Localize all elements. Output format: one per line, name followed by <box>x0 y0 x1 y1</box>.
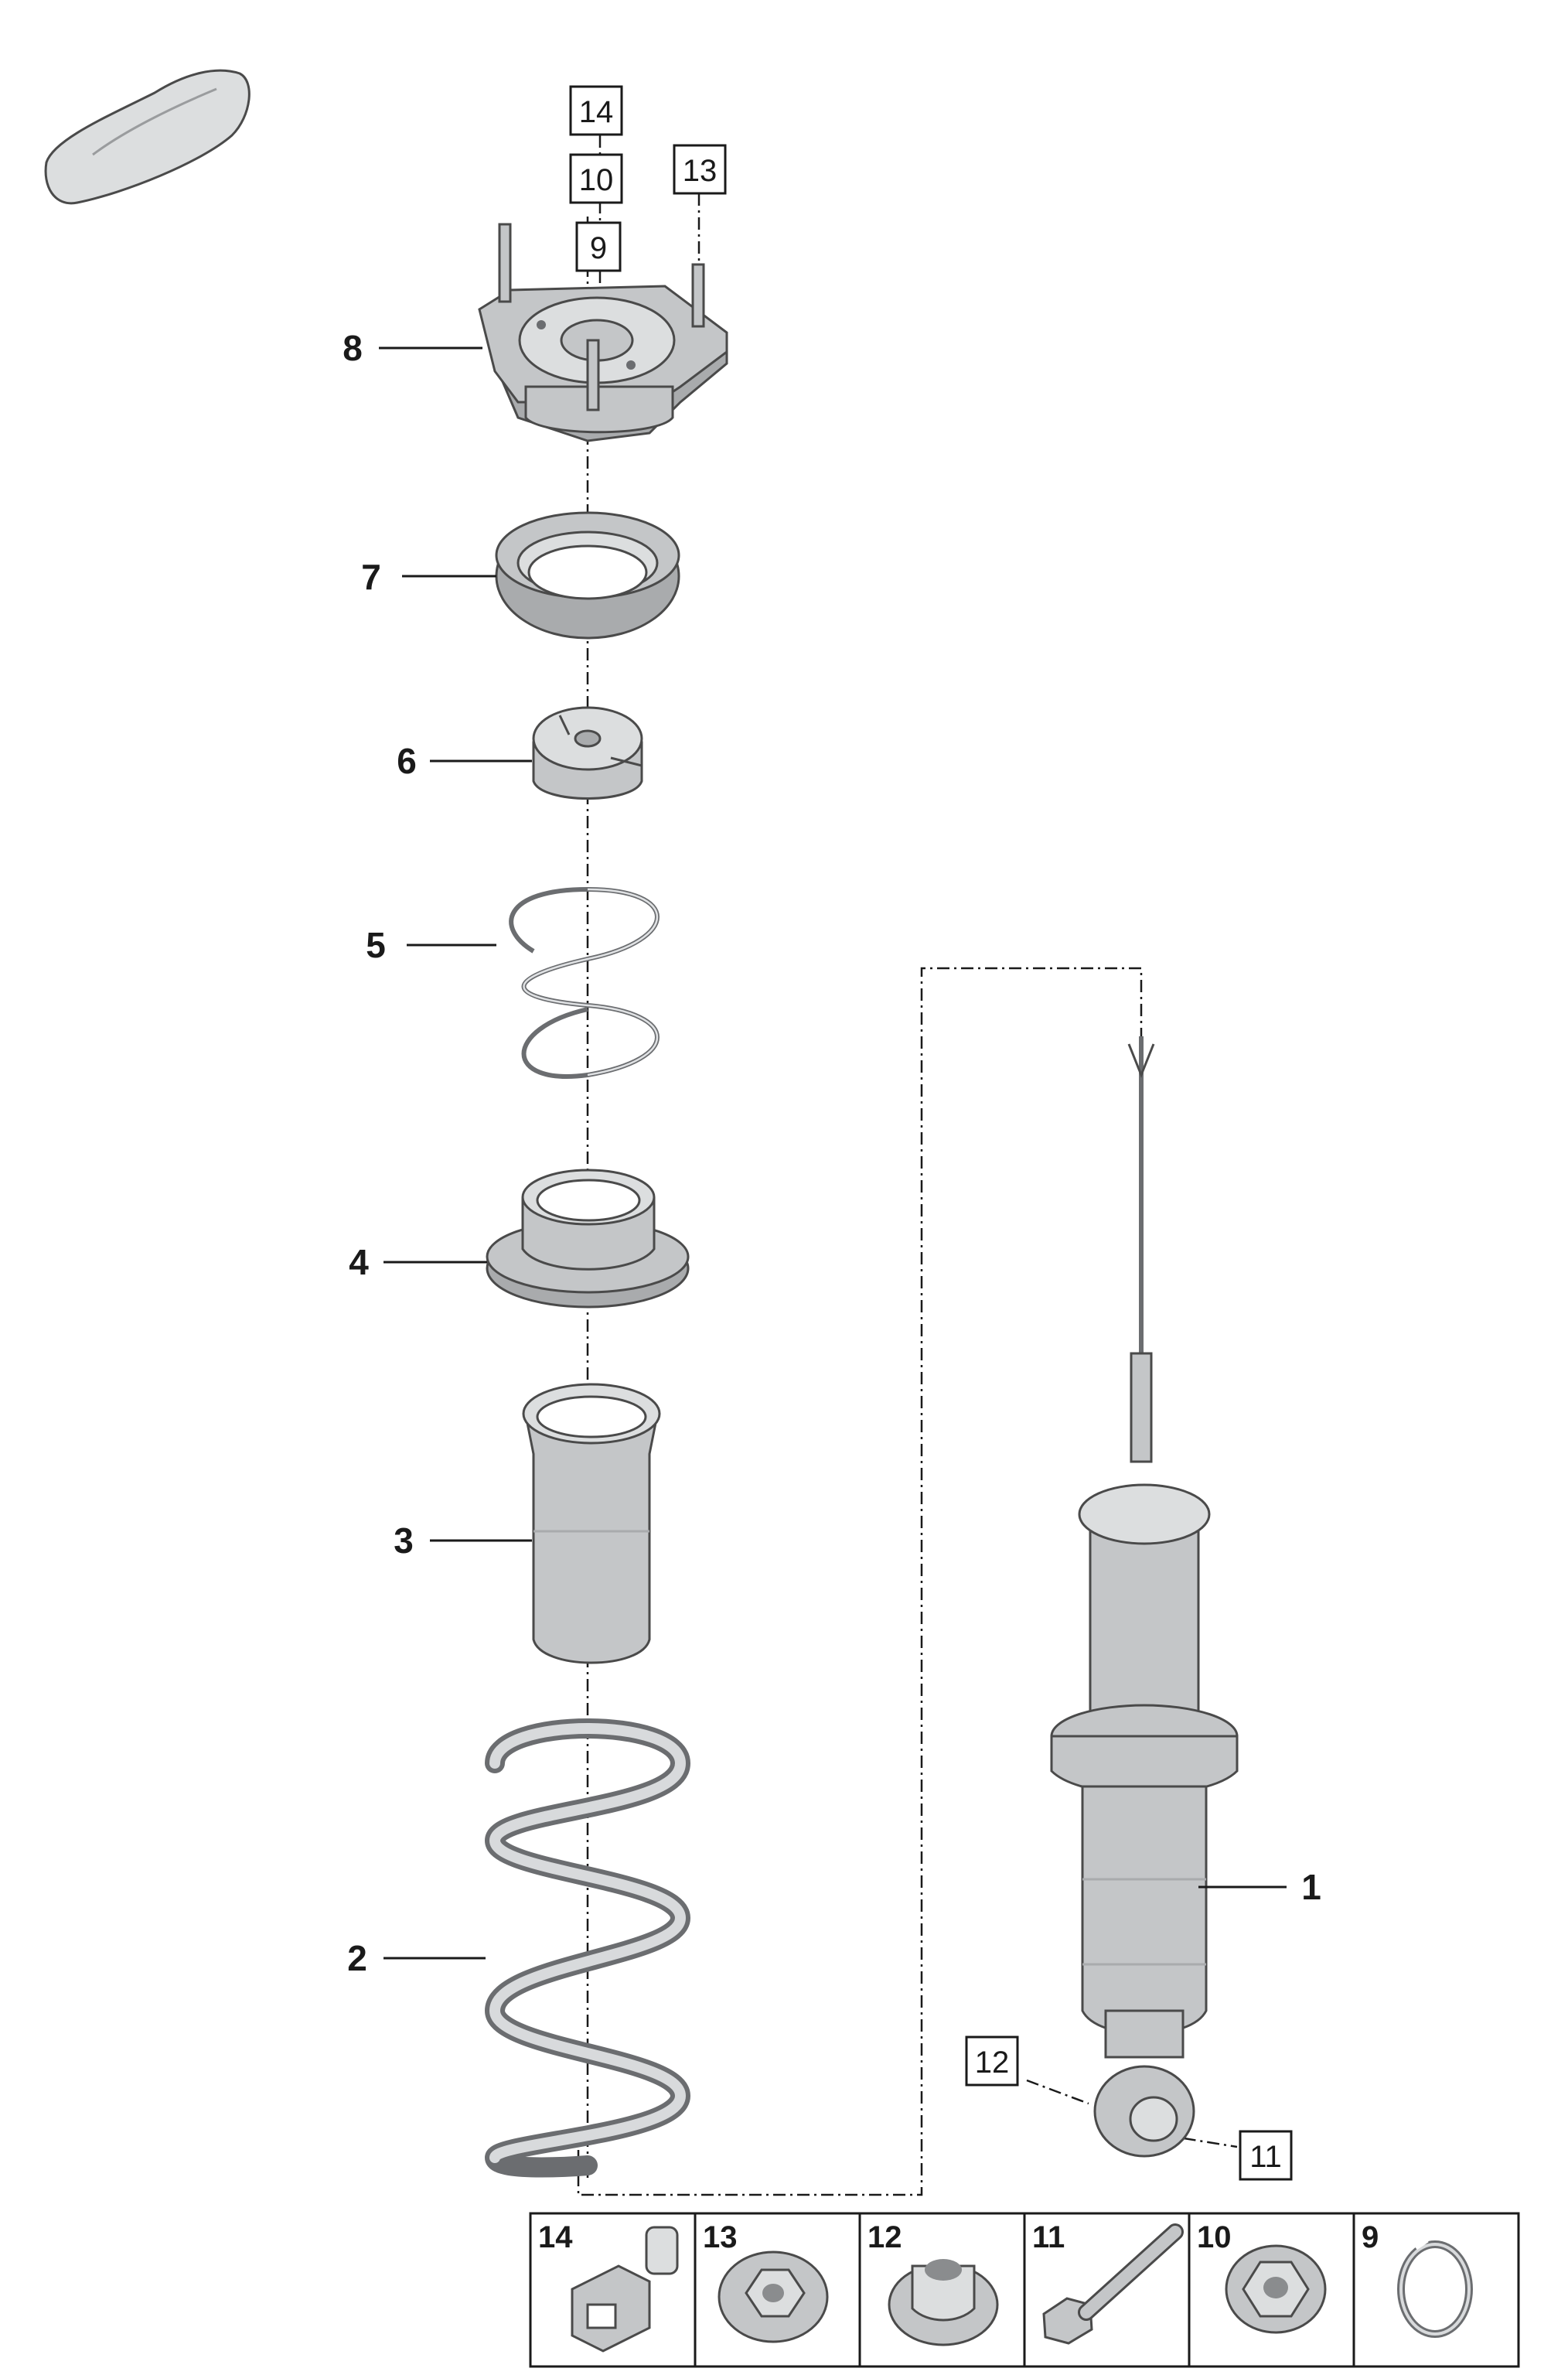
ref-box-10: 10 <box>569 153 623 204</box>
svg-text:11: 11 <box>1249 2140 1282 2174</box>
ref-box-11: 11 <box>1239 2130 1293 2181</box>
shock-absorber-part <box>1050 1036 1239 2158</box>
callout-6: 6 <box>397 741 417 781</box>
snap-ring-icon <box>1397 2235 1473 2338</box>
callout-3: 3 <box>394 1520 414 1561</box>
svg-text:13: 13 <box>683 154 718 188</box>
connector-icon <box>571 2226 679 2353</box>
bump-cap-part <box>532 706 643 800</box>
top-mount-part <box>478 223 728 442</box>
spring-seat-part <box>486 1169 690 1309</box>
callout-1: 1 <box>1301 1867 1321 1907</box>
vehicle-thumbnail-icon <box>44 69 251 205</box>
ref-box-12: 12 <box>965 2035 1019 2087</box>
bolt-icon <box>1042 2223 1184 2345</box>
callout-5: 5 <box>366 925 386 965</box>
svg-text:10: 10 <box>579 163 614 197</box>
coil-spring-part <box>484 1718 691 2178</box>
legend-num-9: 9 <box>1362 2220 1379 2254</box>
ref-box-13: 13 <box>673 144 727 195</box>
helper-spring-part <box>509 887 660 1079</box>
callout-4: 4 <box>349 1242 369 1282</box>
seat-ring-part <box>495 511 680 640</box>
collar-nut-icon <box>888 2259 999 2346</box>
callout-7: 7 <box>361 557 381 597</box>
washer-nut-icon <box>1225 2244 1327 2334</box>
ref-box-14: 14 <box>569 85 623 136</box>
svg-text:9: 9 <box>590 231 607 265</box>
legend-num-11: 11 <box>1032 2220 1065 2254</box>
callout-2: 2 <box>347 1938 367 1978</box>
flange-nut-icon <box>718 2250 829 2343</box>
callout-8: 8 <box>343 328 363 368</box>
svg-text:12: 12 <box>975 2046 1010 2080</box>
legend-num-14: 14 <box>538 2220 573 2254</box>
legend-num-10: 10 <box>1197 2220 1232 2254</box>
shock-axis-path <box>577 967 1143 2196</box>
legend-num-13: 13 <box>703 2220 738 2254</box>
ref-box-9: 9 <box>575 221 622 272</box>
dust-tube-part <box>522 1383 661 1664</box>
svg-text:14: 14 <box>579 95 614 129</box>
legend-strip: 14 13 12 11 10 9 <box>529 2212 1520 2368</box>
legend-num-12: 12 <box>868 2220 902 2254</box>
